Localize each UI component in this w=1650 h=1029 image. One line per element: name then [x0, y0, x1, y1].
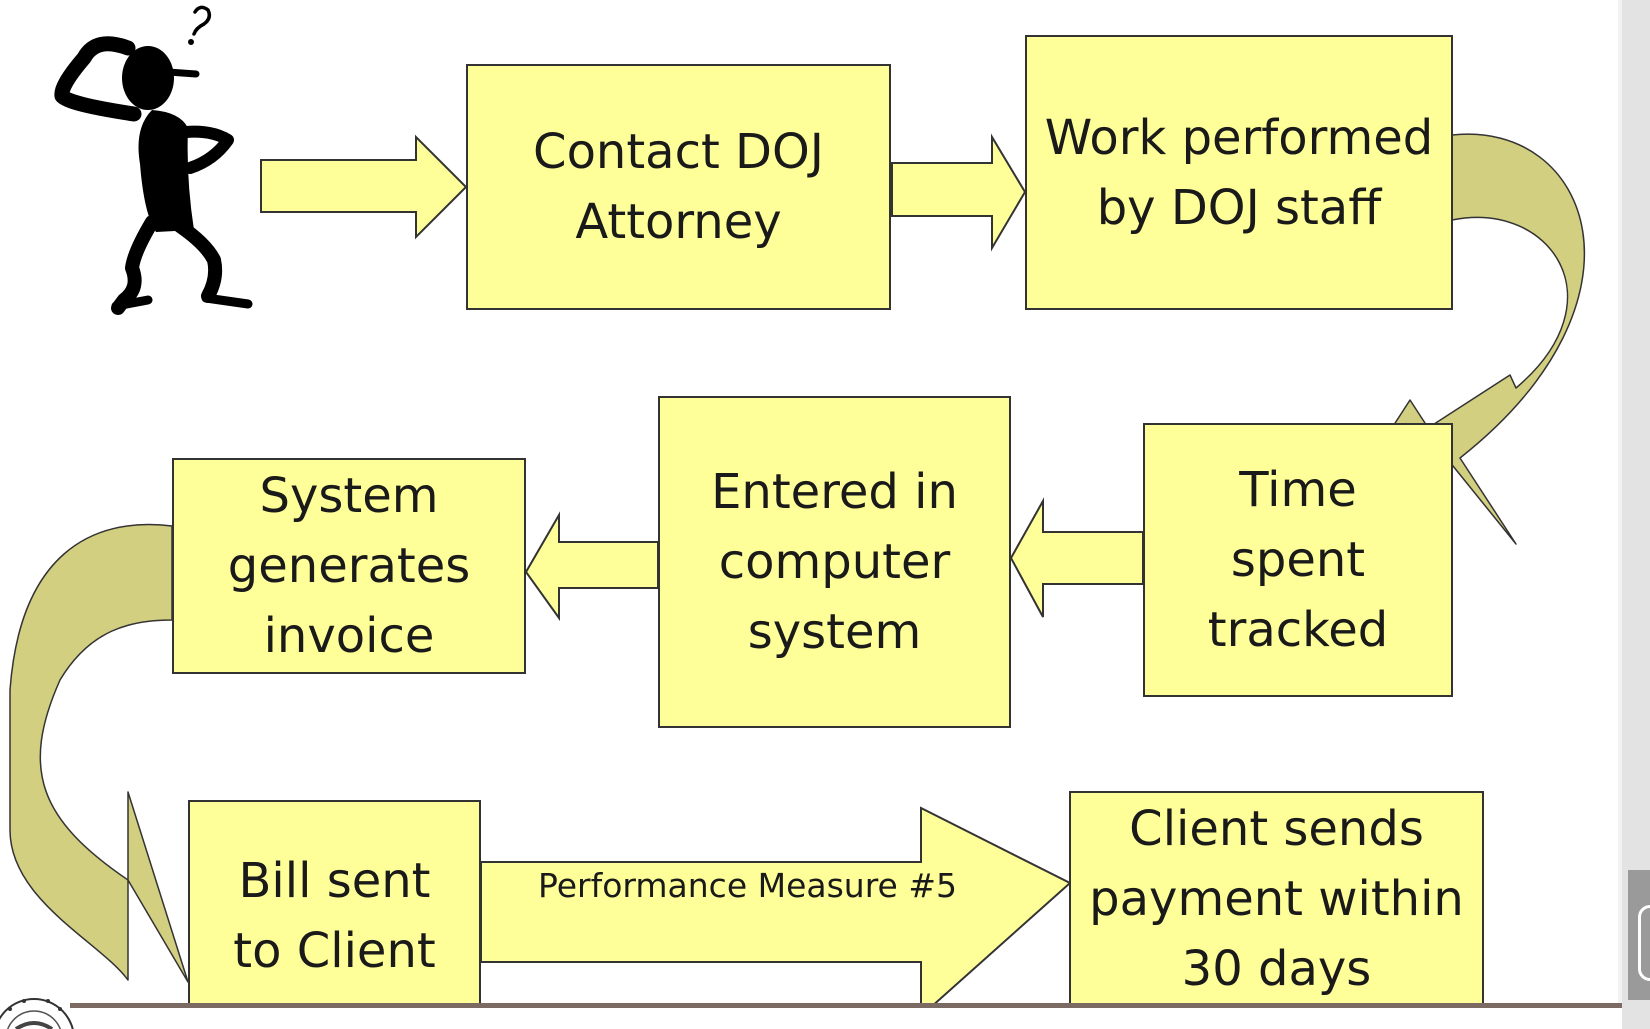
- arrow-time-to-entered: [1009, 497, 1144, 618]
- step-system-invoice: System generates invoice: [172, 458, 526, 674]
- side-bar: [1622, 0, 1650, 1029]
- step-entered-system: Entered in computer system: [658, 396, 1011, 728]
- curved-arrow-right: [1365, 133, 1586, 545]
- curved-arrow-left: [9, 523, 189, 983]
- arrow-bill-to-payment: [480, 806, 1072, 1019]
- arrow-contact-to-work: [891, 133, 1027, 252]
- performance-measure-label: Performance Measure #5: [538, 866, 957, 905]
- confused-stick-figure-icon: [54, 5, 253, 315]
- step-bill-sent: Bill sent to Client: [188, 800, 481, 1029]
- arrow-entered-to-invoice: [524, 511, 659, 622]
- state-seal-icon: [0, 998, 74, 1029]
- arrow-figure-to-contact: [260, 134, 468, 240]
- side-bar-edge: [1618, 0, 1622, 1029]
- step-time-tracked: Time spent tracked: [1143, 423, 1453, 697]
- footer-line: [70, 1003, 1622, 1008]
- straight-arrows: [260, 133, 1144, 1019]
- footer-band: [0, 1008, 1622, 1029]
- step-work-performed: Work performed by DOJ staff: [1025, 35, 1453, 310]
- side-tab-handle-icon[interactable]: [1638, 905, 1650, 981]
- step-contact-attorney: Contact DOJ Attorney: [466, 64, 891, 310]
- step-client-payment: Client sends payment within 30 days: [1069, 791, 1484, 1007]
